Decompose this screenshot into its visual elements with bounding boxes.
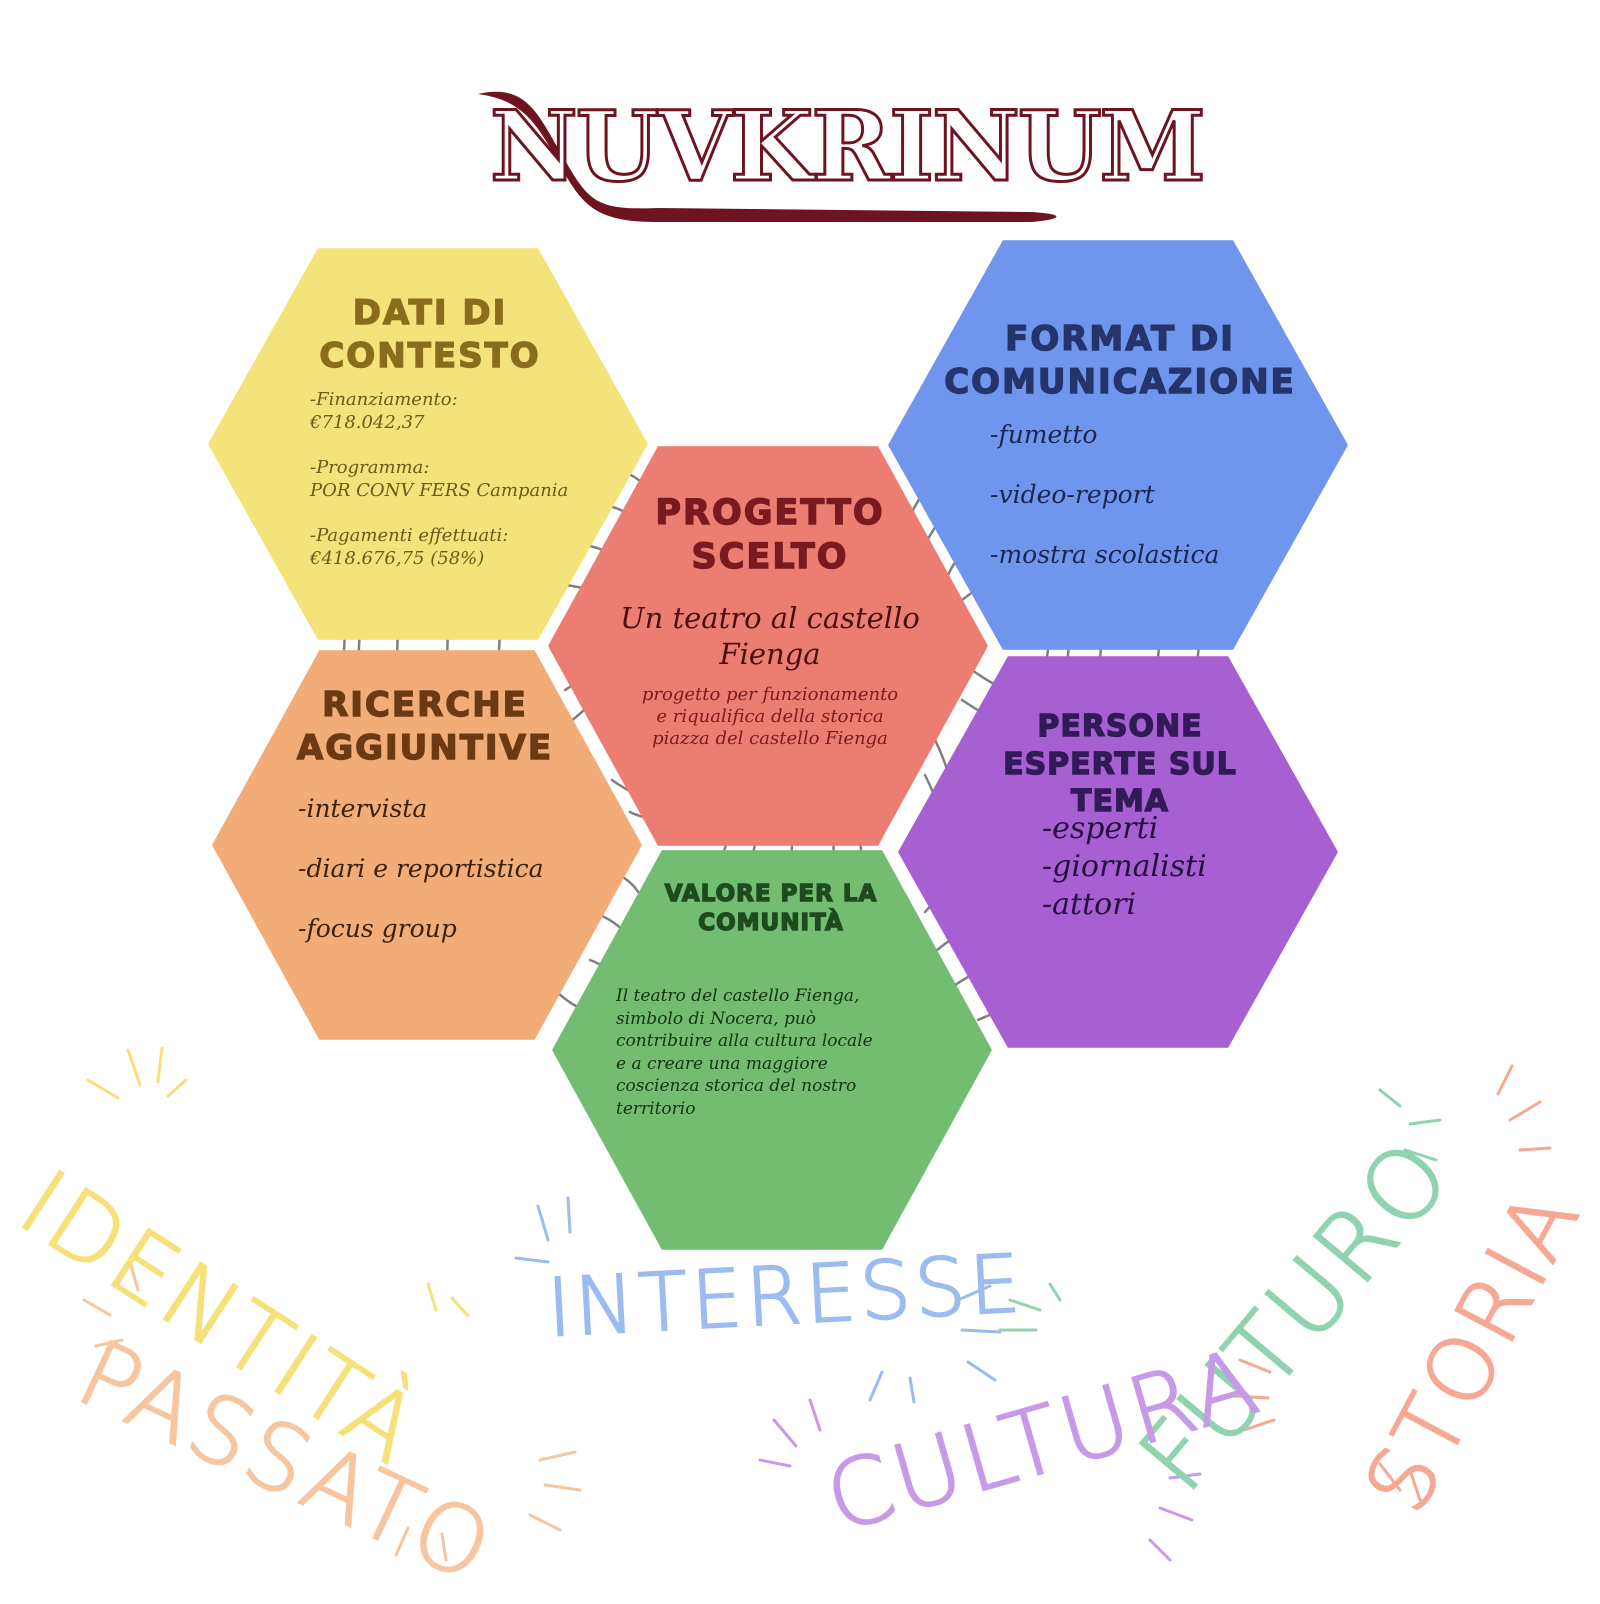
valore-line-2: simbolo di Nocera, può [616,1008,817,1029]
ricerche-item-diari: -diari e reportistica [298,854,544,883]
format-items: -fumetto -video-report -mostra scolastic… [990,420,1310,600]
persone-items: -esperti -giornalisti -attori [1042,810,1302,924]
progetto-content: PROGETTO SCELTO Un teatro al castello Fi… [600,492,940,750]
pagamenti-label: -Pagamenti effettuati: [310,525,509,546]
valore-line-6: territorio [616,1098,696,1119]
progetto-desc-line-1: progetto per funzionamento [641,683,899,705]
valore-content: VALORE PER LA COMUNITÀ [606,880,936,938]
format-content: FORMAT DI COMUNICAZIONE [930,318,1310,403]
valore-description: Il teatro del castello Fienga, simbolo d… [616,985,956,1120]
dati-details: -Finanziamento: €718.042,37 -Programma: … [310,388,610,570]
format-item-fumetto: -fumetto [990,420,1098,449]
persone-heading-line-2: ESPERTE SUL TEMA [1002,746,1237,820]
ricerche-content: RICERCHE AGGIUNTIVE [270,684,580,769]
ricerche-heading-line-1: RICERCHE [321,684,528,725]
progetto-heading-line-2: SCELTO [691,536,849,577]
finanziamento-value: €718.042,37 [310,412,425,433]
programma-label: -Programma: [310,457,430,478]
pagamenti-value: €418.676,75 (58%) [310,548,485,569]
progetto-name-line-1: Un teatro al castello [620,600,920,635]
persone-heading: PERSONE ESPERTE SUL TEMA [950,708,1290,821]
valore-heading-line-2: COMUNITÀ [698,909,844,936]
dati-contesto-content: DATI DI CONTESTO [260,292,600,377]
persone-heading-line-1: PERSONE [1037,708,1203,744]
format-item-video-report: -video-report [990,480,1155,509]
format-heading-line-1: FORMAT DI [1004,318,1235,359]
valore-line-3: contribuire alla cultura locale [616,1031,873,1051]
valore-line-5: coscienza storica del nostro [616,1076,857,1096]
dati-heading-line-2: CONTESTO [319,335,541,376]
ricerche-heading: RICERCHE AGGIUNTIVE [270,684,580,769]
title-logo: NUVKRINUM [470,80,1207,240]
persone-item-giornalisti: -giornalisti [1042,849,1207,884]
dati-heading: DATI DI CONTESTO [260,292,600,377]
valore-line-1: Il teatro del castello Fienga, [616,986,860,1006]
persone-content: PERSONE ESPERTE SUL TEMA [950,708,1290,821]
progetto-description: progetto per funzionamento e riqualifica… [600,684,940,750]
progetto-heading: PROGETTO SCELTO [600,492,940,580]
format-heading: FORMAT DI COMUNICAZIONE [930,318,1310,403]
programma-value: POR CONV FERS Campania [310,480,569,501]
progetto-heading-line-1: PROGETTO [655,492,885,533]
progetto-name: Un teatro al castello Fienga [600,600,940,672]
format-heading-line-2: COMUNICAZIONE [944,361,1296,402]
progetto-desc-line-3: piazza del castello Fienga [652,727,888,749]
valore-line-4: e a creare una maggiore [616,1053,828,1074]
valore-heading: VALORE PER LA COMUNITÀ [606,880,936,938]
valore-heading-line-1: VALORE PER LA [664,880,878,907]
persone-item-attori: -attori [1042,887,1137,922]
ricerche-items: -intervista -diari e reportistica -focus… [298,794,598,974]
persone-item-esperti: -esperti [1042,811,1159,846]
ricerche-item-intervista: -intervista [298,794,428,823]
dati-heading-line-1: DATI DI [352,292,508,333]
ricerche-item-focus-group: -focus group [298,914,457,943]
finanziamento-label: -Finanziamento: [310,389,458,410]
title-text: NUVKRINUM [489,89,1208,205]
ricerche-heading-line-2: AGGIUNTIVE [296,727,554,768]
format-item-mostra: -mostra scolastica [990,540,1220,569]
progetto-desc-line-2: e riqualifica della storica [656,705,884,727]
progetto-name-line-2: Fienga [719,636,821,671]
